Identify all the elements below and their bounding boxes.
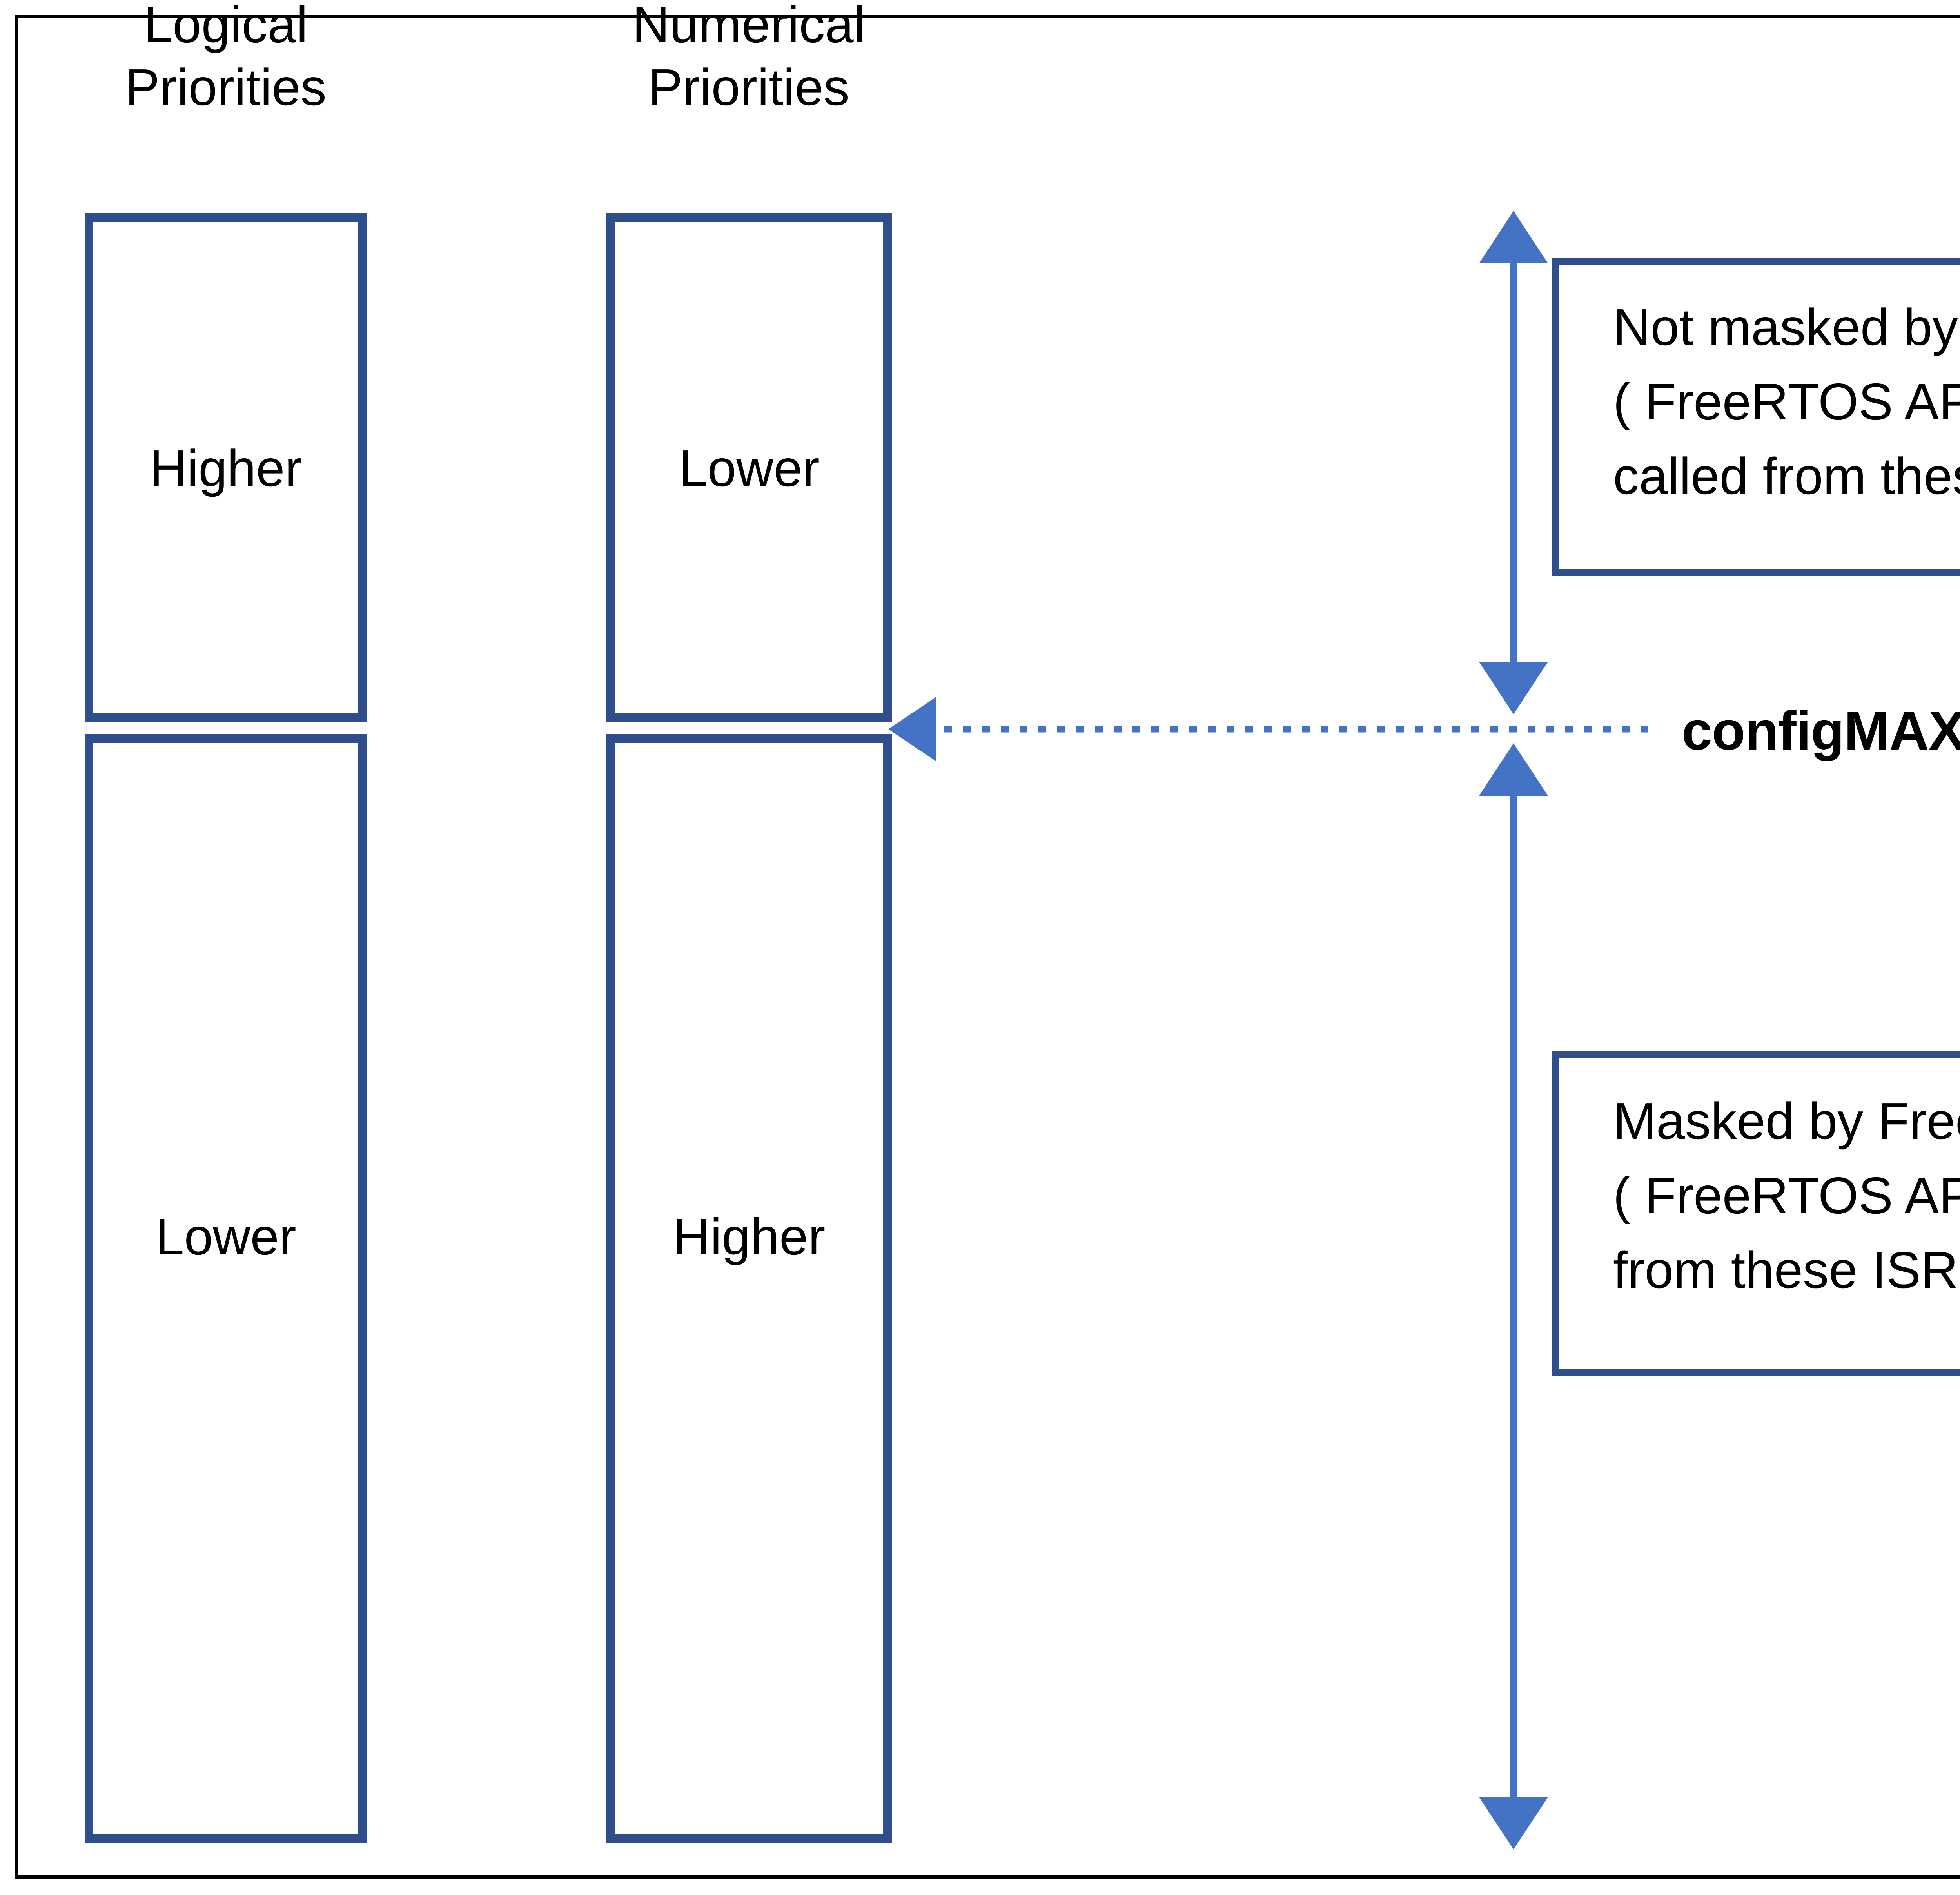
- callout-not-masked-line-3: called from these ISRs. ): [1613, 447, 1960, 505]
- logical-lower-bar[interactable]: [85, 734, 367, 1843]
- threshold-connector: [888, 697, 1648, 761]
- lower-range-arrow-head-bottom: [1479, 1797, 1548, 1850]
- callout-not-masked-line-2: ( FreeRTOS APIs can not be: [1613, 373, 1960, 430]
- lower-range-arrow: [1479, 743, 1548, 1850]
- callout-masked-line-2: ( FreeRTOS APIs can be called: [1613, 1167, 1960, 1224]
- upper-range-arrow-head-top: [1479, 211, 1548, 263]
- callout-not-masked-body: [1552, 258, 1960, 576]
- threshold-arrow-head: [888, 697, 936, 761]
- numerical-lower-bar[interactable]: [606, 734, 892, 1843]
- callout-masked-line-3: from these ISRs. ): [1613, 1241, 1960, 1299]
- callout-masked-line-1: Masked by FreeRTOS Kernel: [1613, 1092, 1960, 1150]
- callout-not-masked-line-1: Not masked by FreeRTOS Kernel: [1613, 298, 1960, 356]
- column-1-header-line1: Logical: [144, 0, 308, 53]
- column-1-header-line2: Priorities: [125, 58, 326, 116]
- logical-lower-bar-label: Lower: [155, 1208, 296, 1265]
- lower-range-arrow-head-top: [1479, 743, 1548, 796]
- config-max-syscall-label: configMAX_SYSCALL_INTERRUPT_PRIORITY: [1682, 700, 1960, 761]
- upper-range-arrow: [1479, 211, 1548, 714]
- column-2-header-line1: Numerical: [632, 0, 865, 53]
- numerical-lower-bar-label: Higher: [673, 1208, 826, 1265]
- logical-upper-bar-label: Higher: [150, 439, 302, 497]
- callout-not-masked[interactable]: Not masked by FreeRTOS Kernel ( FreeRTOS…: [1552, 258, 1960, 576]
- column-2-header-line2: Priorities: [648, 58, 849, 116]
- numerical-upper-bar-label: Lower: [679, 439, 820, 497]
- logical-upper-bar[interactable]: [85, 213, 367, 722]
- outer-frame: [15, 15, 1960, 1879]
- upper-range-arrow-head-bottom: [1479, 662, 1548, 714]
- callout-masked[interactable]: Masked by FreeRTOS Kernel ( FreeRTOS API…: [1552, 1051, 1960, 1376]
- numerical-upper-bar[interactable]: [606, 213, 892, 722]
- callout-masked-body: [1552, 1051, 1960, 1376]
